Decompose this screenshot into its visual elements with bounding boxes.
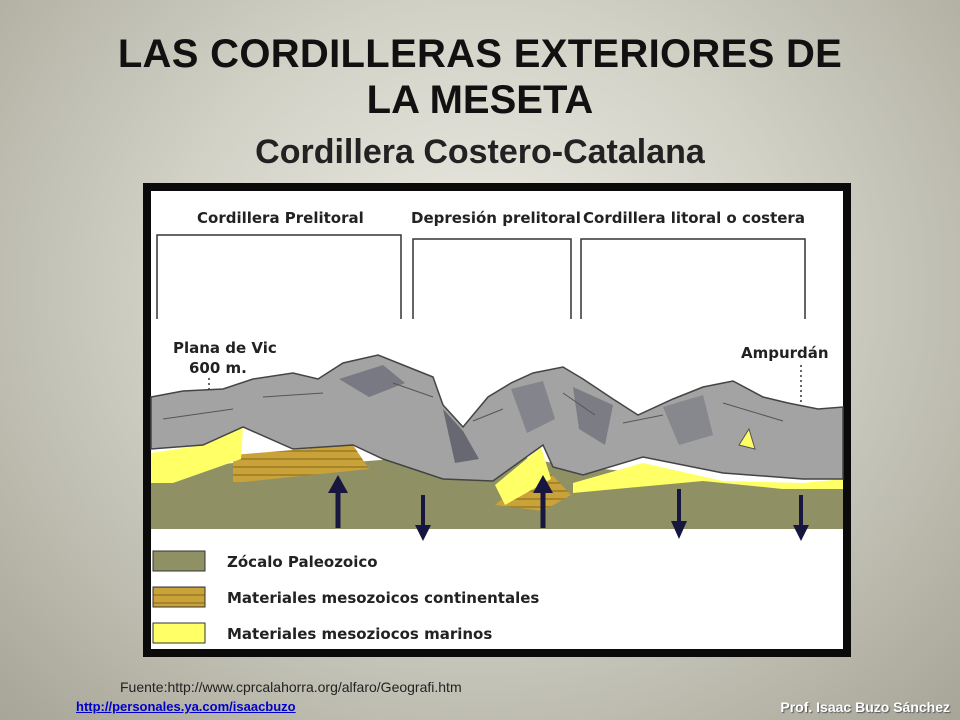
legend: Zócalo Paleozoico Materiales mesozoicos … [152,550,539,644]
altitude-label: 600 m. [189,359,247,377]
section-label-depresion: Depresión prelitoral [411,209,581,227]
slide-title-line1: LAS CORDILLERAS EXTERIORES DE [117,32,843,76]
source-citation: Fuente:http://www.cprcalahorra.org/alfar… [120,679,462,695]
place-label-ampurdan: Ampurdán [741,344,829,362]
legend-swatch-marinos [152,622,206,644]
legend-label-paleozoico: Zócalo Paleozoico [227,553,378,571]
section-label-prelitoral: Cordillera Prelitoral [197,209,364,227]
author-website-link[interactable]: http://personales.ya.com/isaacbuzo [76,699,296,714]
slide-subtitle: Cordillera Costero-Catalana [255,133,705,171]
legend-swatch-paleozoico [152,550,206,572]
slide-title-line2: LA MESETA [366,78,594,122]
legend-label-marinos: Materiales mesoziocos marinos [227,625,492,643]
cross-section-figure: Cordillera Prelitoral Depresión prelitor… [150,191,844,649]
section-label-litoral: Cordillera litoral o costera [583,209,805,227]
geologic-cross-section: Cordillera Prelitoral Depresión prelitor… [143,183,851,657]
legend-swatch-continentales [152,586,206,608]
place-label-plana-de-vic: Plana de Vic [173,339,277,357]
author-credit: Prof. Isaac Buzo Sánchez [780,699,950,715]
legend-label-continentales: Materiales mesozoicos continentales [227,589,539,607]
